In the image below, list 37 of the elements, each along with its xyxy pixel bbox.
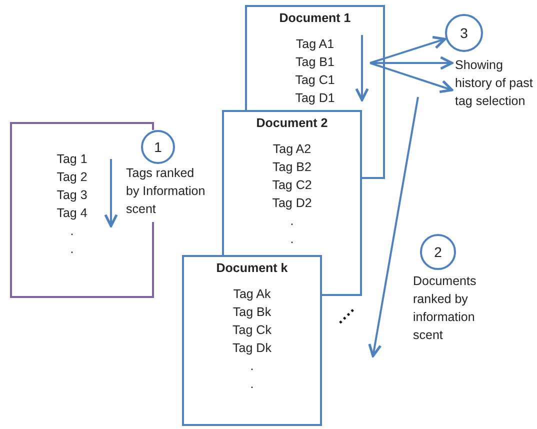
step-number: 2 [434,242,442,262]
tag-text: Tag C2 [272,177,312,194]
tag-text: Tag Ck [232,322,272,339]
document-title: Document 1 [279,10,351,27]
tag-text: Tag A1 [296,36,334,53]
tag-text: Tag B2 [272,159,312,176]
tag-text: Tag Bk [232,304,272,321]
tag-text: Tag D1 [295,90,335,107]
document-box [182,255,322,426]
tag-text: . [250,376,254,393]
tag-text: . [290,213,294,230]
tag-text: Tag Ak [233,286,271,303]
tag-text: Tag 3 [56,187,88,204]
tag-text: Tag Dk [232,340,272,357]
annotation-text: Tags ranked by Information scent [126,165,206,218]
document-title: Document k [216,260,288,277]
tag-text: Tag B1 [296,54,334,71]
tag-text: Tag C1 [295,72,335,89]
document-box [245,5,385,110]
tag-text: Tag 4 [56,205,88,222]
arrow [370,62,454,94]
arrow [370,36,446,64]
tag-text: . [290,231,294,248]
tag-text: Tag 2 [56,169,88,186]
tag-text: Tag A2 [272,141,312,158]
tag-text: . [250,358,254,375]
tag-text: Tag 1 [56,151,88,168]
document-title: Document 2 [256,115,328,132]
step-number: 1 [154,138,162,156]
annotation-text: Showing history of past tag selection [455,57,534,110]
tag-text: . [70,241,74,258]
annotation-text: Documents ranked by information scent [413,273,478,344]
step-number: 3 [460,24,468,42]
document-box [222,110,362,255]
ellipsis-text: .... [332,300,358,328]
tag-text: . [70,223,74,240]
tag-text: Tag D2 [272,195,312,212]
